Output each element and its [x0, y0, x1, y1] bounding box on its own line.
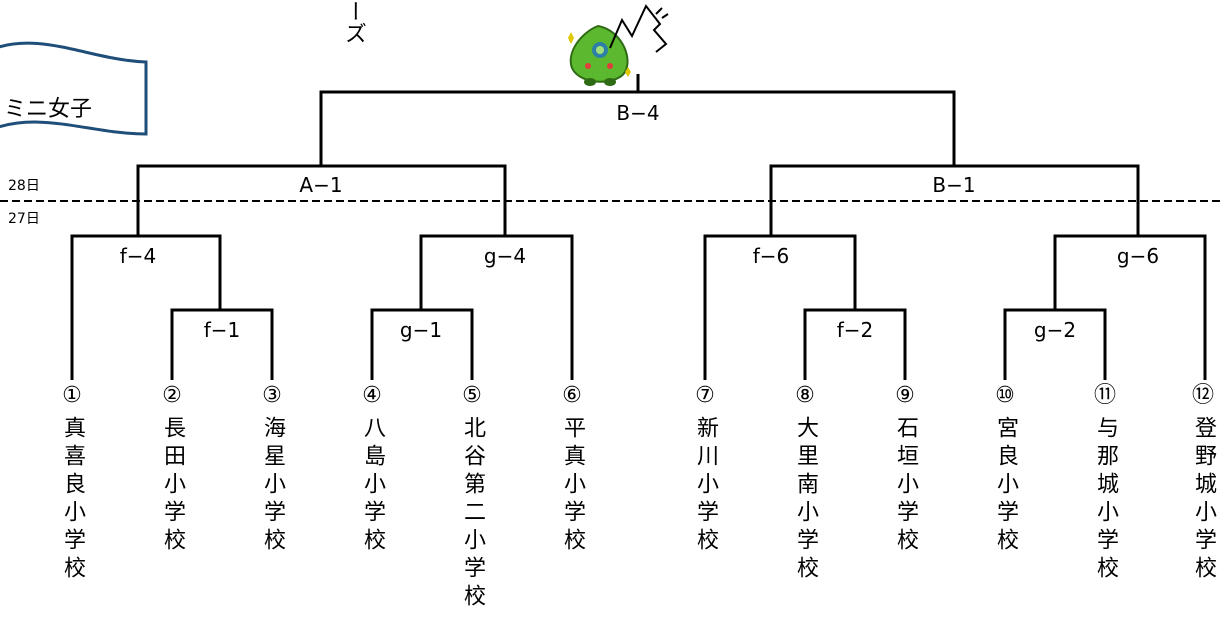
match-label-g2: g−2 [1029, 319, 1081, 341]
match-label-right-semi: B−1 [928, 174, 980, 196]
match-label-left-semi: A−1 [295, 174, 347, 196]
team-name: 宮良小学校 [993, 416, 1018, 556]
team-number: ③ [262, 383, 282, 408]
team-number: ⑥ [562, 383, 582, 408]
match-label-g6: g−6 [1112, 245, 1164, 267]
team-name: 真喜良小学校 [60, 416, 85, 584]
mascot-image [568, 4, 669, 86]
team-name: 長田小学校 [160, 416, 185, 556]
team-name: 北谷第二小学校 [460, 416, 485, 612]
team-name: 登野城小学校 [1191, 416, 1216, 584]
team-name: 与那城小学校 [1093, 416, 1118, 584]
team-number: ⑨ [895, 383, 915, 408]
team-name: 平真小学校 [560, 416, 585, 556]
team-number: ④ [362, 383, 382, 408]
match-label-f2: f−2 [832, 319, 878, 341]
match-label-final: B−4 [612, 102, 664, 124]
team-name: 大里南小学校 [793, 416, 818, 584]
team-name: 石垣小学校 [893, 416, 918, 556]
team-number: ① [62, 383, 82, 408]
team-number: ⑦ [695, 383, 715, 408]
bracket-title: ミニ女子 [4, 97, 93, 122]
match-label-f1: f−1 [199, 319, 245, 341]
team-number: ⑧ [795, 383, 815, 408]
team-number: ⑤ [462, 383, 482, 408]
header-text-fragment: ーズ [341, 0, 366, 44]
team-name: 八島小学校 [360, 416, 385, 556]
day-label-lower: 27日 [8, 211, 40, 227]
team-name: 海星小学校 [260, 416, 285, 556]
day-label-upper: 28日 [8, 178, 40, 194]
team-number: ⑪ [1093, 383, 1116, 408]
team-number: ② [162, 383, 182, 408]
bracket-lines [70, 74, 1207, 380]
title-banner [0, 41, 148, 136]
team-number: ⑫ [1191, 383, 1214, 408]
team-number: ⑩ [995, 383, 1015, 408]
team-name: 新川小学校 [693, 416, 718, 556]
match-label-f6: f−6 [748, 245, 794, 267]
match-label-g4: g−4 [479, 245, 531, 267]
match-label-f4: f−4 [115, 245, 161, 267]
match-label-g1: g−1 [395, 319, 447, 341]
